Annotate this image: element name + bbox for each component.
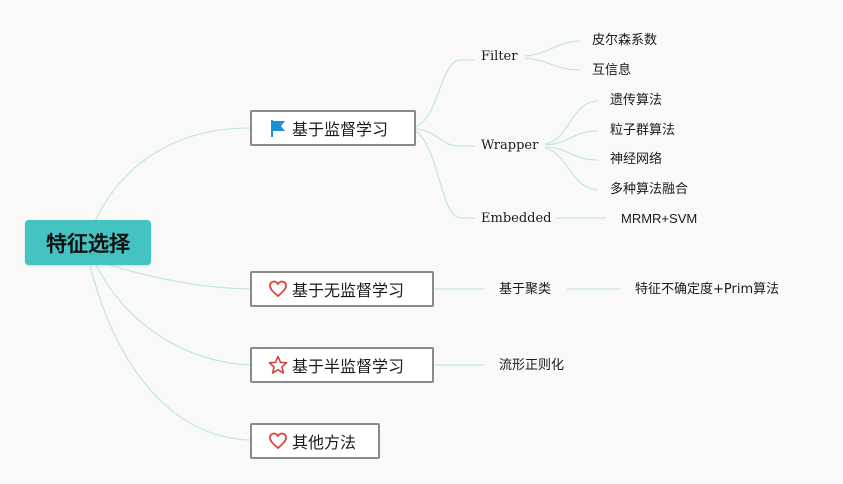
branch-other[interactable]: 其他方法 [250, 423, 380, 459]
node-mutual-info[interactable]: 互信息 [592, 63, 632, 78]
node-embedded[interactable]: Embedded [481, 211, 552, 226]
node-clustering[interactable]: 基于聚类 [499, 282, 552, 297]
branch-semi-supervised[interactable]: 基于半监督学习 [250, 347, 434, 383]
branch-semi-label: 基于半监督学习 [292, 357, 405, 376]
branch-supervised[interactable]: 基于监督学习 [250, 110, 416, 146]
branch-supervised-label: 基于监督学习 [292, 120, 389, 139]
node-genetic[interactable]: 遗传算法 [610, 93, 663, 108]
node-neural-net[interactable]: 神经网络 [610, 152, 663, 167]
root-label: 特征选择 [46, 231, 130, 256]
node-wrapper[interactable]: Wrapper [481, 138, 539, 153]
root-node[interactable]: 特征选择 [25, 220, 151, 265]
node-uncertainty-prim[interactable]: 特征不确定度+Prim算法 [635, 282, 780, 297]
node-mrmr-svm[interactable]: MRMR+SVM [621, 211, 698, 226]
flag-icon [268, 118, 288, 138]
node-pso[interactable]: 粒子群算法 [610, 123, 676, 138]
heart-icon [268, 431, 288, 451]
branch-unsupervised[interactable]: 基于无监督学习 [250, 271, 434, 307]
node-filter[interactable]: Filter [481, 49, 518, 64]
branch-unsupervised-label: 基于无监督学习 [292, 281, 405, 300]
star-icon [268, 355, 288, 375]
node-fusion[interactable]: 多种算法融合 [610, 182, 689, 197]
heart-icon [268, 279, 288, 299]
node-manifold[interactable]: 流形正则化 [499, 358, 565, 373]
node-pearson[interactable]: 皮尔森系数 [592, 33, 658, 48]
branch-other-label: 其他方法 [292, 433, 357, 452]
